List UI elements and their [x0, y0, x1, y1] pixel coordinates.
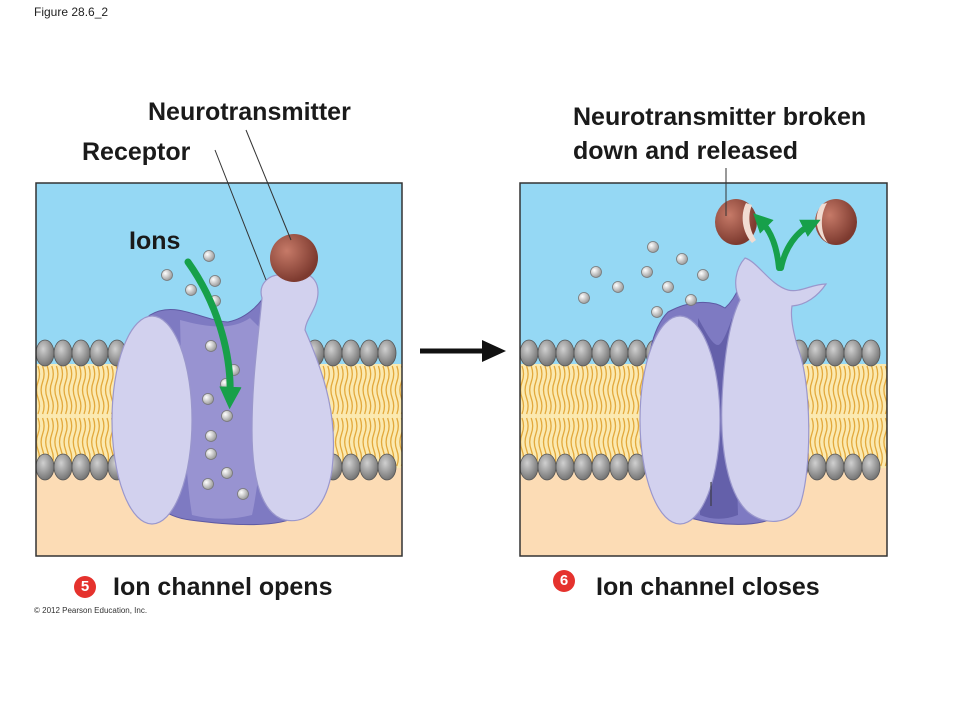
- neurotransmitter-leader-line: [245, 129, 292, 241]
- ions-right: [578, 241, 709, 318]
- copyright-notice: © 2012 Pearson Education, Inc.: [34, 606, 148, 615]
- broken-down-label-line2: down and released: [573, 137, 799, 165]
- caption-right: Ion channel closes: [596, 573, 820, 601]
- release-arrow-left: [753, 213, 782, 271]
- ions-label: Ions: [129, 227, 181, 255]
- left-panel: [35, 129, 403, 557]
- ion-flow-arrow: [184, 258, 242, 410]
- step-number-badge-5: 5: [74, 576, 96, 598]
- ion-channel-closed: [639, 257, 828, 525]
- broken-down-label-line1: Neurotransmitter broken: [573, 103, 867, 131]
- figure-label: Figure 28.6_2: [34, 5, 109, 19]
- transition-arrow: [420, 340, 506, 362]
- neurotransmitter-molecule: [270, 234, 318, 282]
- neurotransmitter-fragment-left: [715, 199, 757, 245]
- receptor-label: Receptor: [82, 138, 191, 166]
- neurotransmitter-label: Neurotransmitter: [148, 98, 351, 126]
- receptor-leader-line: [214, 149, 267, 281]
- panel-frame-left: [35, 182, 403, 557]
- panel-frame-right: [519, 182, 888, 557]
- step-number-badge-6: 6: [553, 570, 575, 592]
- right-panel: [519, 168, 888, 557]
- ions-left: [161, 250, 249, 500]
- ion-channel-open: [111, 271, 335, 526]
- caption-left: Ion channel opens: [113, 573, 333, 601]
- release-arrow-right: [778, 219, 821, 271]
- neurotransmitter-fragment-right: [815, 199, 857, 245]
